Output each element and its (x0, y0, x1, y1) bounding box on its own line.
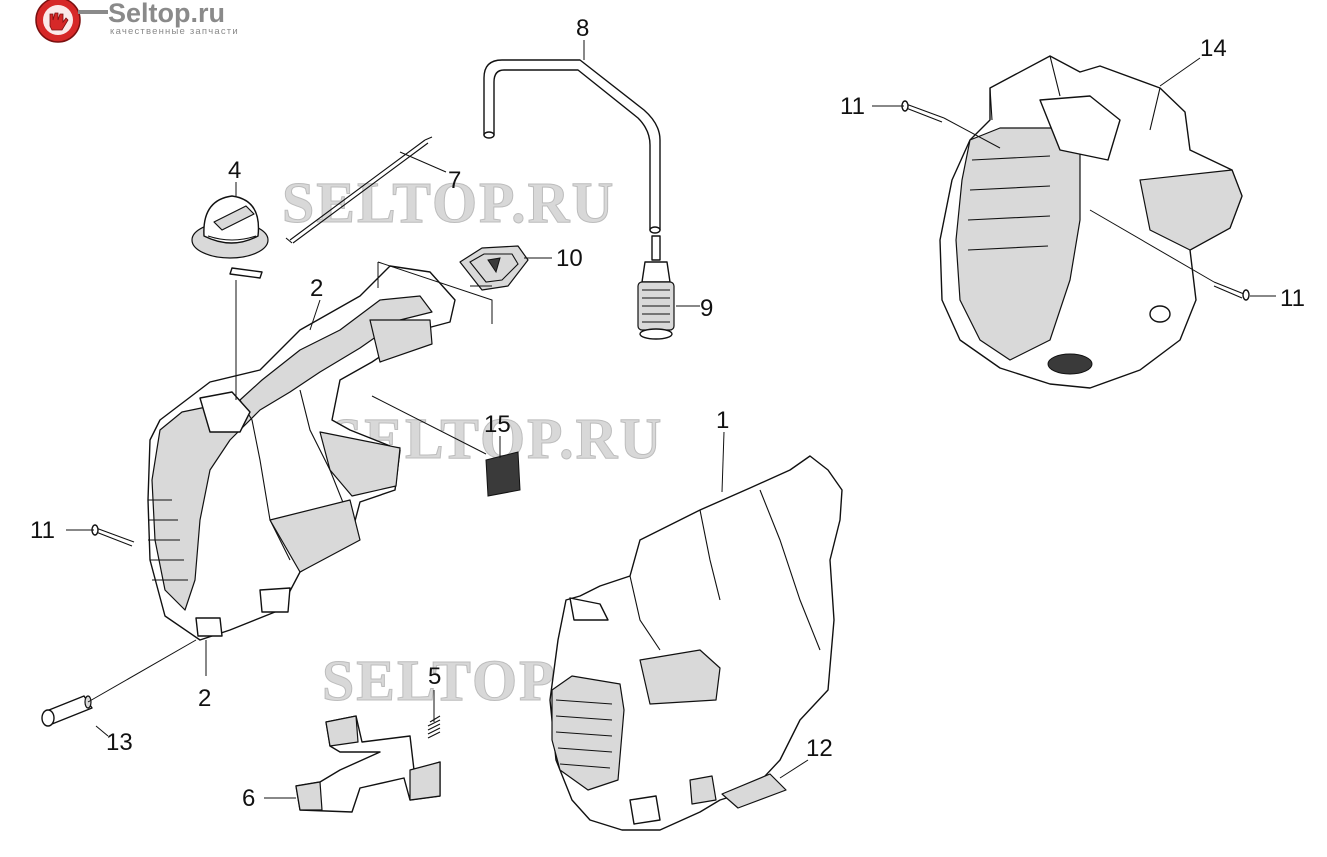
label-part-5: 5 (428, 663, 441, 690)
part-9-fuel-filter (637, 235, 675, 340)
part-11-screw-top (901, 100, 945, 123)
label-part-15: 15 (484, 411, 511, 438)
label-part-2-bottom: 2 (198, 685, 211, 712)
label-part-11-right: 11 (1280, 285, 1305, 312)
watermark-top: SELTOP.RU (282, 170, 615, 235)
logo-subtitle: качественные запчасти (110, 26, 239, 37)
label-part-11-top: 11 (840, 93, 865, 120)
part-6-bracket (295, 715, 441, 813)
label-part-4: 4 (228, 157, 241, 184)
part-labels: 8 14 11 4 7 10 2 11 9 1 15 11 5 2 13 12 … (30, 15, 1305, 812)
part-12-plate (721, 773, 787, 809)
part-11-screw-right (1213, 281, 1250, 301)
part-13-pin (41, 695, 93, 727)
leader-lines (66, 40, 1276, 799)
part-5-spring (427, 715, 441, 739)
label-part-13: 13 (106, 729, 133, 756)
label-part-7: 7 (448, 167, 461, 194)
label-part-1: 1 (716, 407, 729, 434)
part-2-left-housing (147, 265, 456, 641)
part-14-cover (939, 55, 1243, 389)
label-part-6: 6 (242, 785, 255, 812)
part-10-clamp (459, 245, 529, 291)
logo-title: Seltop.ru (108, 0, 225, 28)
part-11-screw-left (91, 524, 135, 547)
label-part-2-top: 2 (310, 275, 323, 302)
part-8-fuel-tube (483, 59, 661, 234)
part-7-rod (285, 136, 433, 244)
seltop-logo[interactable]: Seltop.ru качественные запчасти (35, 0, 239, 43)
part-15-pad (485, 451, 521, 497)
part-1-right-housing (549, 455, 843, 831)
label-part-9: 9 (700, 295, 713, 322)
part-4-fuel-cap (191, 195, 269, 279)
label-part-10: 10 (556, 245, 583, 272)
label-part-12: 12 (806, 735, 833, 762)
label-part-11-left: 11 (30, 517, 55, 544)
label-part-14: 14 (1200, 35, 1227, 62)
label-part-8: 8 (576, 15, 589, 42)
